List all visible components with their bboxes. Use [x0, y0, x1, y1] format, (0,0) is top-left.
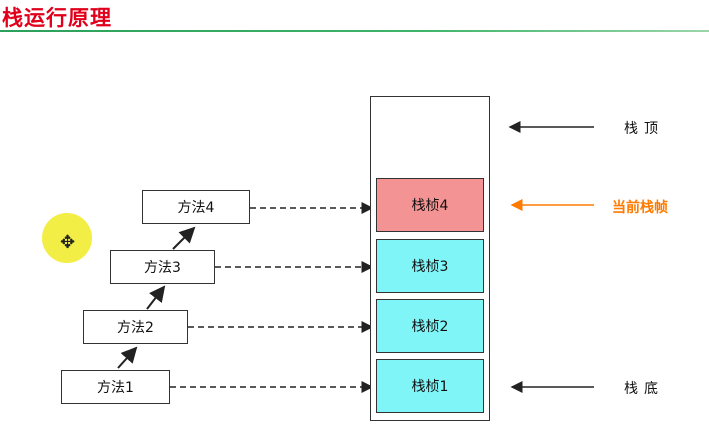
method-1-box: 方法1 — [61, 370, 170, 404]
method-2-box: 方法2 — [83, 310, 188, 344]
stack-frame-2: 栈桢2 — [376, 299, 484, 353]
page-title: 栈运行原理 — [2, 6, 112, 30]
title-divider — [0, 30, 709, 32]
call-arrow-3-4 — [172, 226, 196, 250]
stack-frame-4: 栈桢4 — [376, 178, 484, 232]
call-arrow-2-3 — [146, 285, 166, 310]
current-frame-label: 当前栈帧 — [612, 200, 668, 216]
cursor-highlight — [42, 213, 92, 263]
method-4-box: 方法4 — [142, 190, 250, 224]
method-3-box: 方法3 — [110, 250, 215, 284]
stack-top-label: 栈顶 — [624, 121, 664, 137]
move-cursor-icon: ✥ — [60, 232, 76, 253]
call-arrow-1-2 — [117, 346, 138, 369]
stack-frame-3: 栈桢3 — [376, 239, 484, 293]
stack-frame-1: 栈桢1 — [376, 359, 484, 413]
stack-bottom-label: 栈底 — [624, 381, 664, 397]
